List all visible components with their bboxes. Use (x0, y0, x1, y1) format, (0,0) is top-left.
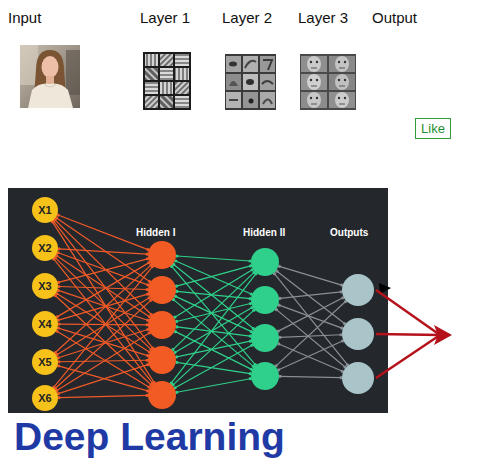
input-neuron: X5 (32, 349, 58, 375)
network-panel (8, 188, 388, 413)
synapse-line (59, 249, 147, 254)
synapse-line (280, 376, 341, 377)
synapse-line (59, 259, 148, 283)
synapse-line (279, 305, 342, 328)
synapse-line (177, 256, 250, 261)
node-text: X6 (38, 392, 51, 404)
input-neuron: X3 (32, 273, 58, 299)
synapse-line (177, 304, 251, 322)
synapse-line (175, 308, 252, 353)
layer3-faces (300, 54, 356, 110)
top-label: Input (8, 9, 41, 27)
synapse-line (177, 341, 251, 357)
output-neurons (342, 274, 374, 394)
hidden2-neurons (251, 248, 279, 390)
output-arrows (376, 290, 440, 378)
label-text: Layer 1 (140, 9, 190, 27)
neuron-circle (32, 349, 58, 375)
neuron-circle (32, 235, 58, 261)
label-text: Layer 3 (298, 9, 348, 27)
synapse-line (177, 379, 250, 393)
synapse-line (276, 302, 346, 366)
top-label: Layer 2 (222, 9, 272, 27)
hidden1-neurons (148, 241, 176, 409)
neuron-circle (32, 197, 58, 223)
neuron-circle (32, 311, 58, 337)
synapse-line (279, 266, 341, 285)
top-label: Layer 3 (298, 9, 348, 27)
synapse-line (277, 271, 345, 323)
layer1-filters (143, 52, 191, 110)
synapse-line (55, 300, 151, 388)
synapse-line (59, 324, 147, 326)
synapse-line (278, 298, 343, 331)
synapse-line (280, 335, 341, 338)
synapse-line (59, 395, 147, 397)
synapse-line (58, 365, 147, 394)
neuron-circle (32, 385, 58, 411)
synapse-line (175, 345, 252, 387)
output-box: Like (415, 118, 451, 139)
node-text: X1 (38, 204, 51, 216)
network-lines (51, 213, 349, 399)
input-neuron: X1 (32, 197, 58, 223)
synapse-line (54, 259, 153, 383)
input-neuron: X4 (32, 311, 58, 337)
node-text: X3 (38, 280, 51, 292)
top-label: Layer 1 (140, 9, 190, 27)
node-text: Like (421, 121, 445, 136)
synapse-line (279, 344, 343, 371)
synapse-line (57, 333, 149, 391)
node-text: X5 (38, 356, 51, 368)
title-text: Deep Learning (14, 416, 285, 458)
synapse-line (174, 300, 254, 367)
label-text: Input (8, 9, 41, 27)
node-text: X4 (38, 318, 51, 330)
input-photo (20, 45, 80, 108)
synapse-line (55, 265, 151, 352)
top-label: Output (372, 9, 417, 27)
net-label: Outputs (330, 222, 368, 240)
synapse-line (279, 341, 343, 370)
synapse-line (52, 222, 153, 382)
input-neuron: X6 (32, 385, 58, 411)
synapse-line (54, 267, 153, 388)
input-neuron: X2 (32, 235, 58, 261)
synapse-line (280, 292, 341, 299)
synapse-line (173, 272, 254, 349)
layer2-features (225, 54, 276, 110)
net-label: Hidden I (136, 222, 175, 240)
arrow-head (434, 325, 452, 345)
synapse-line (55, 258, 151, 350)
synapse-line (174, 264, 254, 328)
synapse-line (176, 266, 250, 286)
node-text: X2 (38, 242, 51, 254)
label-text: Output (372, 9, 417, 27)
title: Deep Learning (14, 416, 285, 458)
label-text: Hidden II (243, 227, 285, 239)
net-label: Hidden II (243, 222, 285, 240)
synapse-line (173, 310, 254, 385)
synapse-line (274, 274, 347, 365)
synapse-line (276, 310, 344, 367)
neuron-circle (32, 273, 58, 299)
label-text: Hidden I (136, 227, 175, 239)
label-text: Layer 2 (222, 9, 272, 27)
label-text: Outputs (330, 227, 368, 239)
